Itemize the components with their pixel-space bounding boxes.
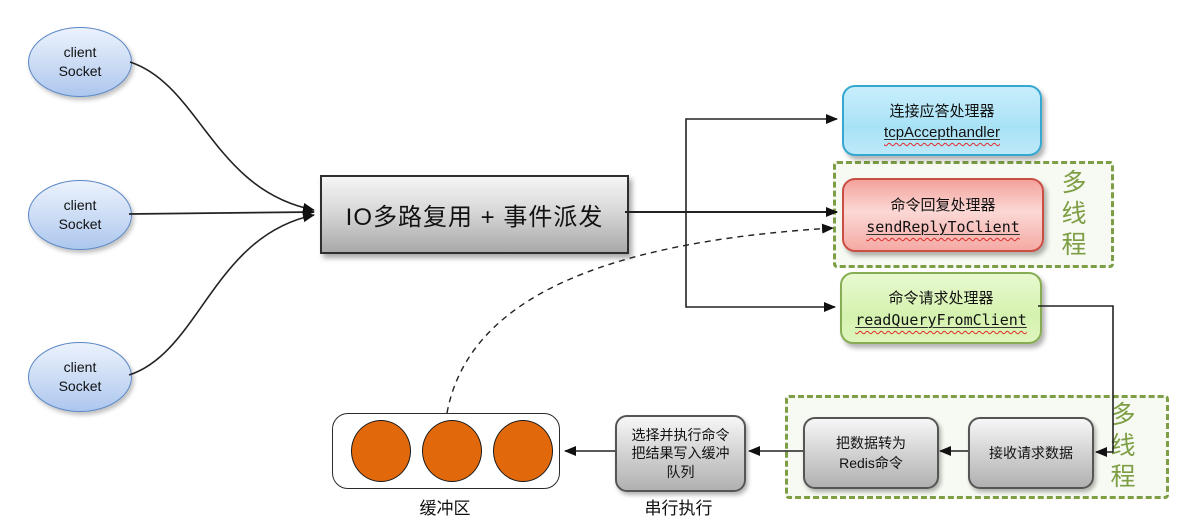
client-socket-label: Socket <box>58 378 102 394</box>
buffer-slot-1 <box>351 420 411 482</box>
execute-line-3: 队列 <box>666 463 695 480</box>
convert-line-2: Redis命令 <box>839 455 903 471</box>
client-socket-label: client <box>63 359 97 376</box>
execute-command-box: 选择并执行命令 把结果写入缓冲 队列 <box>615 415 746 492</box>
buffer-slot-3 <box>493 420 553 482</box>
client-socket-label: Socket <box>58 216 102 232</box>
accept-handler-box: 连接应答处理器 tcpAccepthandler <box>842 85 1042 156</box>
arrow-client2-to-dispatcher <box>128 207 315 218</box>
reply-handler-code: sendReplyToClient <box>866 218 1020 236</box>
client-socket-label: client <box>63 197 97 214</box>
receive-request-box: 接收请求数据 <box>968 417 1094 489</box>
client-socket-ellipse-1: client Socket <box>28 27 132 97</box>
read-handler-code: readQueryFromClient <box>855 311 1027 329</box>
thread-group-bottom-label: 多线程 <box>1107 401 1135 494</box>
io-dispatcher-label: IO多路复用 + 事件派发 <box>345 204 604 231</box>
client-socket-label: client <box>63 44 97 61</box>
arrow-client3-to-dispatcher <box>128 212 315 376</box>
io-dispatcher-box: IO多路复用 + 事件派发 <box>320 175 629 254</box>
reply-handler-box: 命令回复处理器 sendReplyToClient <box>842 178 1044 252</box>
client-socket-label: Socket <box>58 63 102 79</box>
receive-request-label: 接收请求数据 <box>989 444 1073 461</box>
buffer-box <box>332 413 560 489</box>
arrow-splitter-to-accept <box>685 114 838 212</box>
read-handler-box: 命令请求处理器 readQueryFromClient <box>840 272 1042 344</box>
serial-execution-caption: 串行执行 <box>644 499 713 518</box>
arrow-client1-to-dispatcher <box>129 61 315 213</box>
client-socket-ellipse-2: client Socket <box>28 180 132 250</box>
thread-group-top-label: 多线程 <box>1058 169 1086 262</box>
convert-to-redis-box: 把数据转为 Redis命令 <box>803 417 939 489</box>
accept-handler-title: 连接应答处理器 <box>889 103 995 120</box>
arrow-splitter-to-read <box>685 212 836 312</box>
execute-line-1: 选择并执行命令 <box>631 427 730 444</box>
buffer-caption: 缓冲区 <box>419 499 471 518</box>
accept-handler-code: tcpAccepthandler <box>884 124 1000 141</box>
arrow-buffer-to-reply-dashed <box>446 223 834 414</box>
convert-line-1: 把数据转为 <box>836 434 906 451</box>
buffer-slot-2 <box>422 420 482 482</box>
client-socket-ellipse-3: client Socket <box>28 342 132 412</box>
reply-handler-title: 命令回复处理器 <box>890 197 996 214</box>
execute-line-2: 把结果写入缓冲 <box>631 445 730 462</box>
read-handler-title: 命令请求处理器 <box>888 290 994 307</box>
